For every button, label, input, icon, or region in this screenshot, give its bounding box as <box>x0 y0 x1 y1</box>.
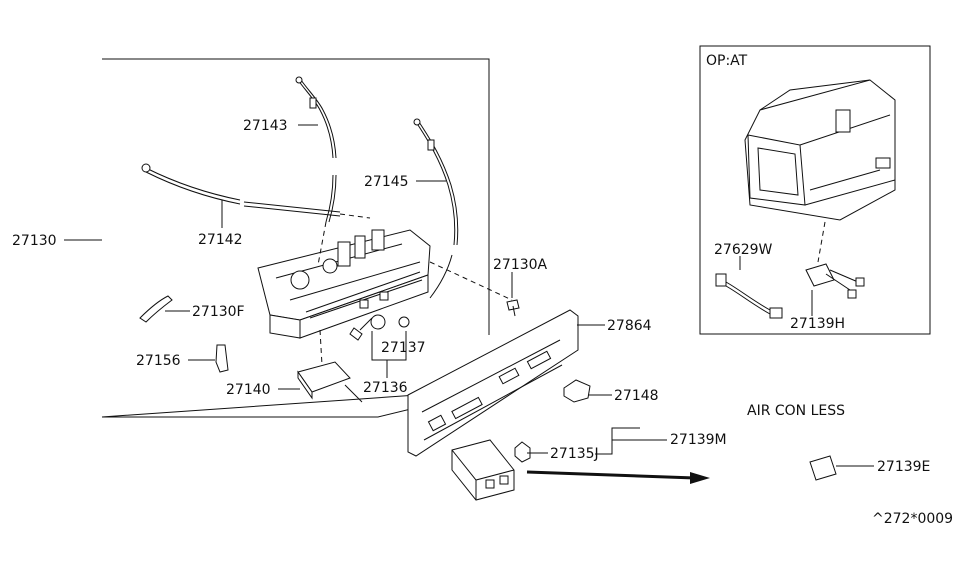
label-27148: 27148 <box>614 388 659 404</box>
assembly-line-cable-27143 <box>317 221 327 266</box>
label-27130: 27130 <box>12 233 57 249</box>
control-head-body[interactable] <box>257 229 431 339</box>
assembly-line-27140 <box>319 329 323 366</box>
label-27629W: 27629W <box>714 242 773 258</box>
label-27130F: 27130F <box>192 304 245 320</box>
switch-27140[interactable] <box>297 361 363 403</box>
label-27140: 27140 <box>226 382 271 398</box>
leader-lines <box>64 124 874 467</box>
label-27145: 27145 <box>364 174 409 190</box>
inset-box-frame <box>699 45 931 335</box>
assembly-line-cable-27142 <box>339 213 371 219</box>
bulb-27137[interactable] <box>349 314 410 341</box>
direction-arrow <box>526 470 710 484</box>
label-27156: 27156 <box>136 353 181 369</box>
label-27864: 27864 <box>607 318 652 334</box>
label-27130A: 27130A <box>493 257 548 273</box>
cable-27142[interactable] <box>141 163 341 217</box>
label-27136: 27136 <box>363 380 408 396</box>
bulb-27135j[interactable] <box>514 441 531 463</box>
label-27142: 27142 <box>198 232 243 248</box>
assembly-line-inset <box>817 221 826 263</box>
bracket-27156[interactable] <box>215 344 229 373</box>
switch-27139e[interactable] <box>809 455 837 481</box>
blower-switch-27139m[interactable] <box>451 439 515 501</box>
harness-27629w[interactable] <box>715 273 783 319</box>
catalog-code: ^272*0009 <box>872 511 953 527</box>
label-27143: 27143 <box>243 118 288 134</box>
label-27139M: 27139M <box>670 432 727 448</box>
cable-27145[interactable] <box>413 118 459 299</box>
label-27137: 27137 <box>381 340 426 356</box>
assembly-line-screw <box>429 261 513 301</box>
clip-27130f[interactable] <box>139 295 173 323</box>
heater-unit-inset[interactable] <box>744 79 896 221</box>
screw-27130a[interactable] <box>506 299 520 317</box>
knob-27148[interactable] <box>563 379 591 403</box>
switch-27139h[interactable] <box>805 263 865 299</box>
finisher-panel-27864[interactable] <box>407 309 579 457</box>
label-27139E: 27139E <box>877 459 930 475</box>
inset-box-title: OP:AT <box>706 53 748 69</box>
label-27139H: 27139H <box>790 316 845 332</box>
label-27135J: 27135J <box>550 446 599 462</box>
cable-27143[interactable] <box>295 76 337 223</box>
note-air-con-less: AIR CON LESS <box>747 403 845 419</box>
